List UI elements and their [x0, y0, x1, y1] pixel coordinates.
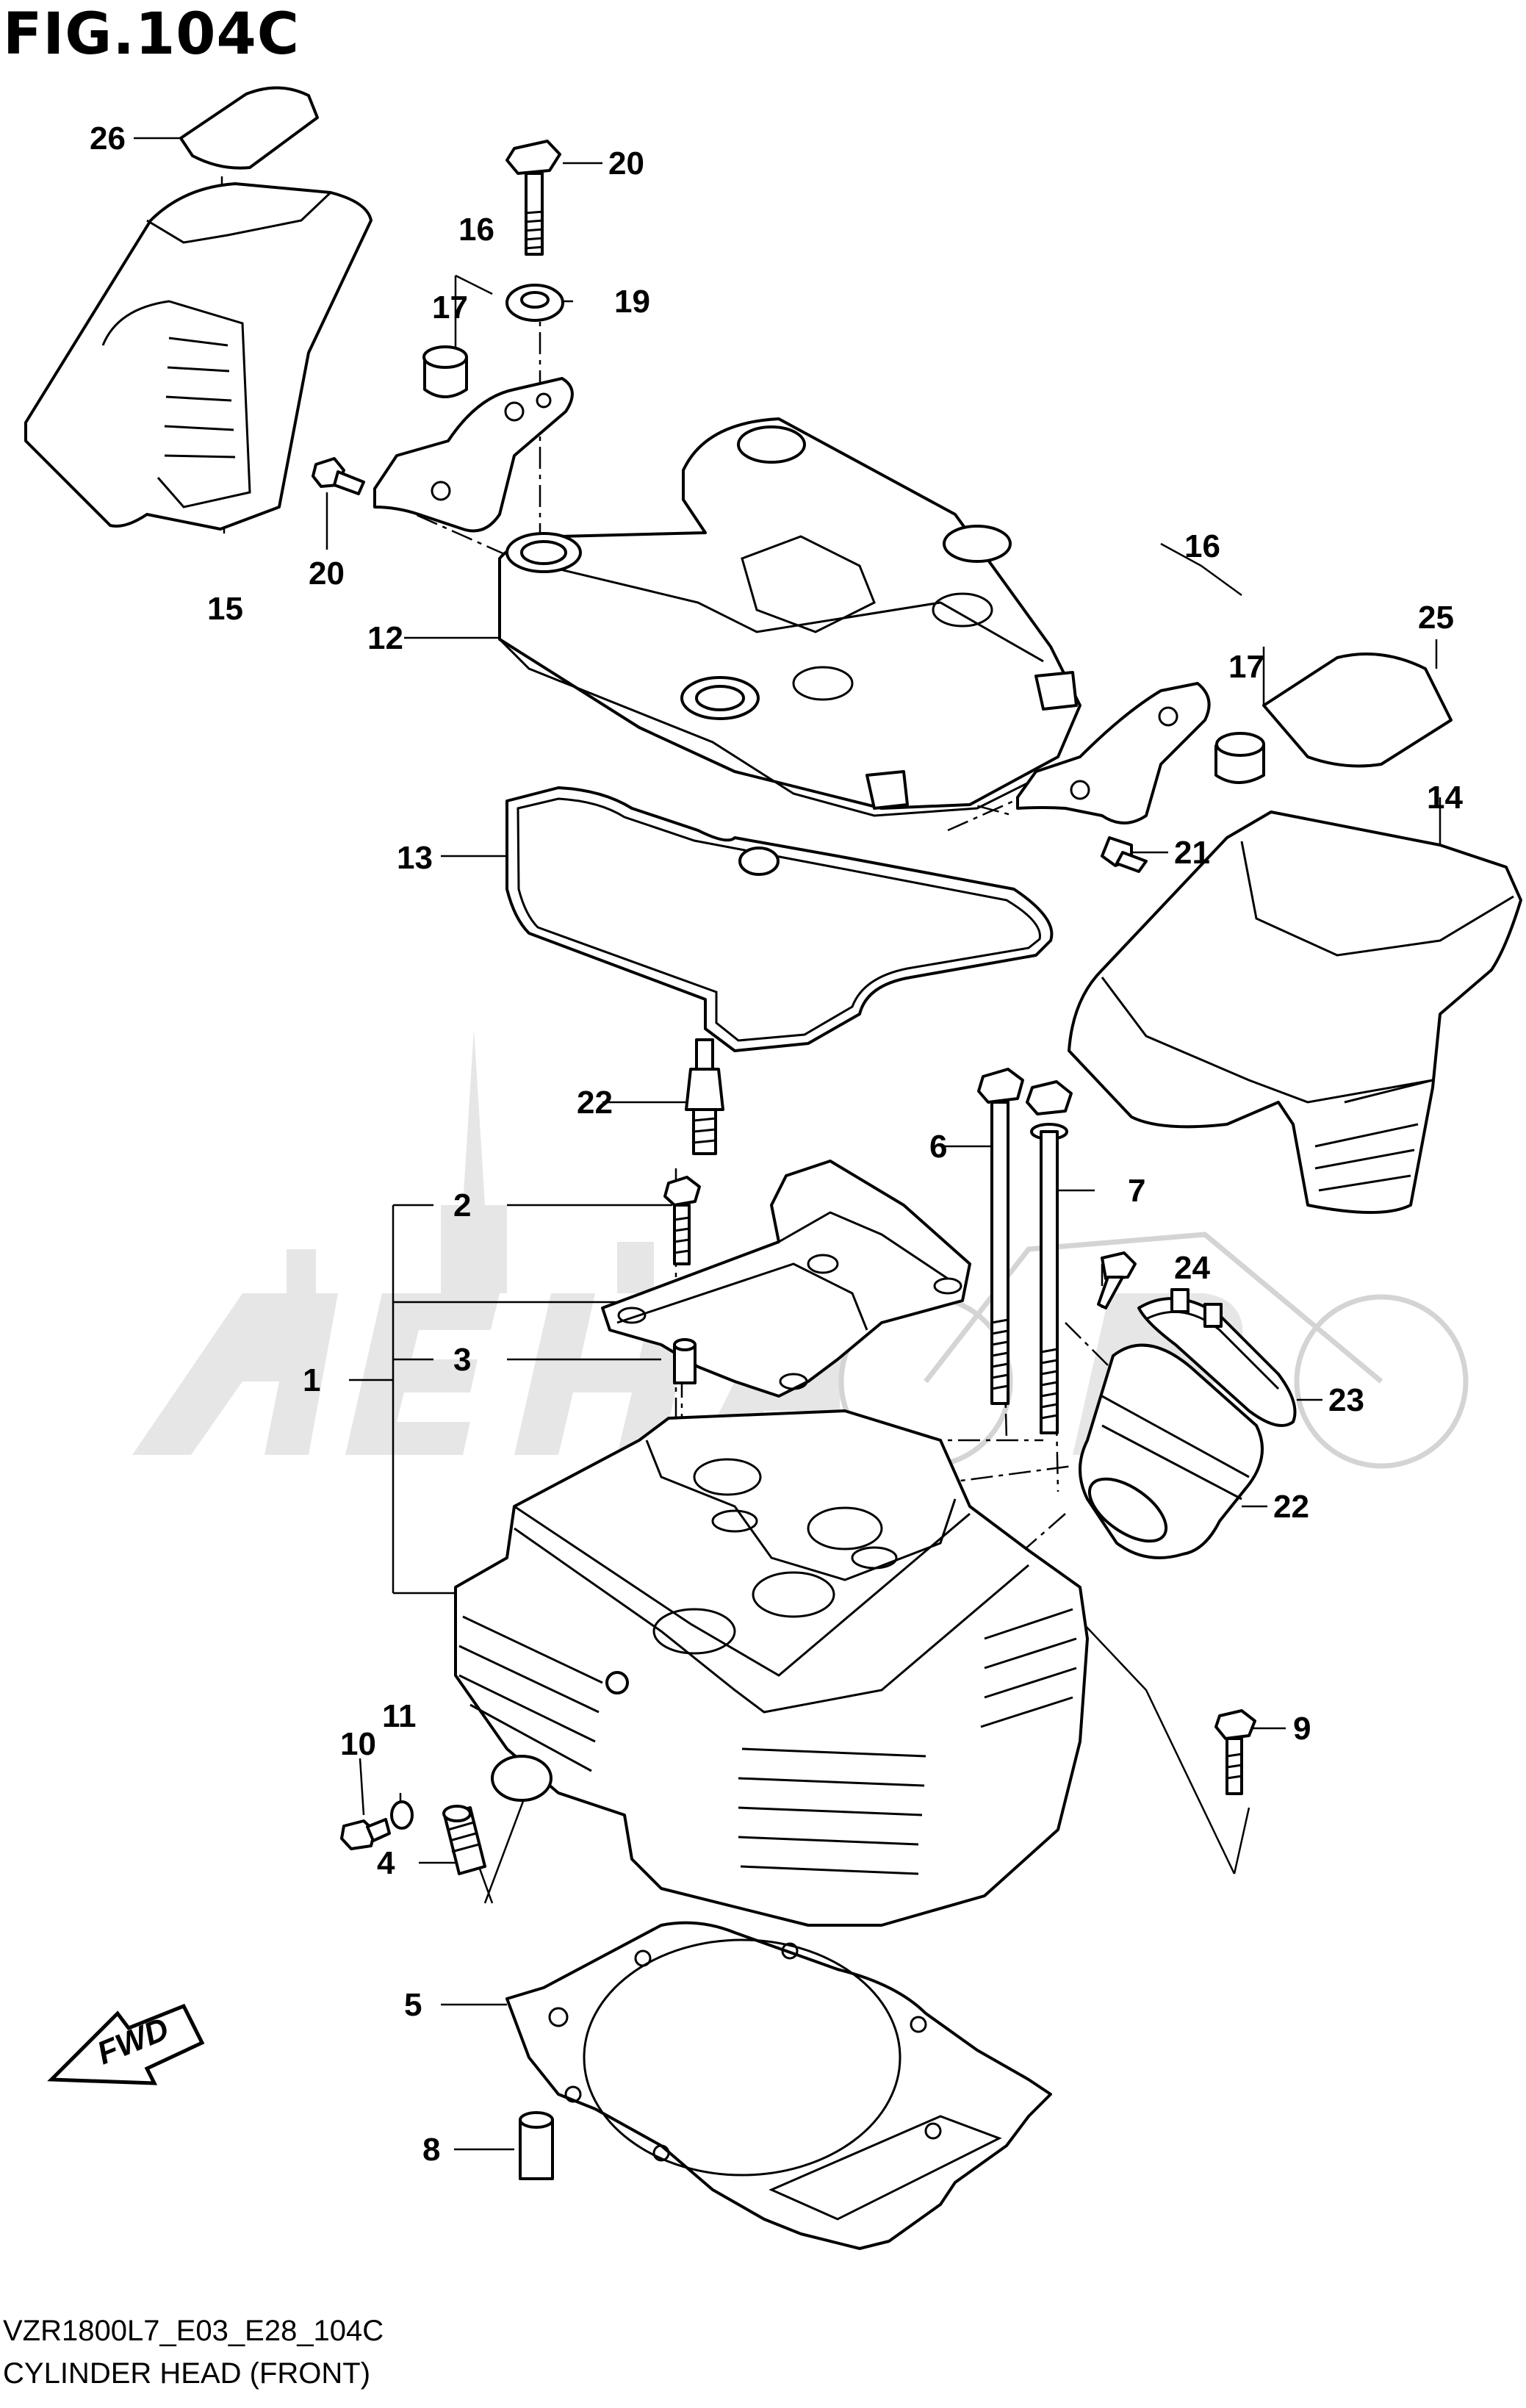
- callout-11: 11: [382, 1698, 417, 1734]
- callout-23: 24: [1174, 1250, 1210, 1286]
- callout-26: 26: [90, 121, 126, 157]
- callout-16-right: 16: [1184, 528, 1220, 564]
- callout-16: 16: [458, 212, 494, 248]
- callout-15: 15: [207, 591, 243, 627]
- part-3-dowel: [673, 1338, 697, 1384]
- part-20-bolt: [312, 457, 365, 495]
- cylinder-head: [454, 1409, 1089, 1927]
- part-8-dowel: [519, 2111, 554, 2180]
- part-11-washer: [390, 1800, 414, 1830]
- part-17-grommet-right: [1214, 732, 1265, 784]
- forward-arrow-icon: FWD: [47, 2003, 205, 2085]
- part-12-head-cover: [498, 417, 1081, 817]
- callout-12: 12: [367, 620, 403, 656]
- part-15-cover: [24, 182, 372, 531]
- callout-20-right: 21: [1174, 835, 1210, 871]
- callout-4: 4: [377, 1845, 395, 1881]
- callout-17-right: 17: [1228, 649, 1264, 685]
- callout-21: 22: [577, 1085, 613, 1121]
- part-22-intake-pipe: [1079, 1343, 1264, 1559]
- callout-1: 1: [303, 1362, 320, 1398]
- callout-10: 10: [340, 1726, 376, 1762]
- callout-6: 6: [929, 1129, 947, 1165]
- part-17-grommet: [422, 345, 468, 398]
- callout-14: 14: [1427, 780, 1463, 816]
- callout-8: 8: [422, 2132, 440, 2168]
- part-24-clamp: [1137, 1288, 1297, 1427]
- callout-5: 5: [404, 1987, 422, 2023]
- part-16-bracket-right: [1016, 682, 1211, 824]
- callout-2: 2: [453, 1187, 471, 1223]
- callout-3: 3: [453, 1342, 471, 1378]
- part-23-screw: [1097, 1251, 1137, 1309]
- part-26-gasket: [179, 86, 319, 170]
- callout-20: 20: [309, 556, 345, 592]
- part-16-bracket: [373, 377, 574, 533]
- model-code: VZR1800L7_E03_E28_104C: [3, 2315, 384, 2347]
- seal-ring: [738, 847, 780, 876]
- figure-title: FIG.104C: [3, 1, 300, 68]
- part-14-cover: [1068, 811, 1522, 1214]
- callout-7: 7: [1128, 1173, 1145, 1209]
- callout-25: 25: [1418, 600, 1454, 636]
- callout-labels: 26 20 16 19 17 20 15 12 16 25 17 14 21 1…: [90, 121, 1463, 2168]
- callout-13: 13: [397, 840, 433, 876]
- callout-17: 17: [432, 290, 468, 326]
- part-13-gasket: [505, 786, 1054, 1052]
- part-7-bolt: [1026, 1080, 1073, 1434]
- part-9-bolt: [1214, 1709, 1256, 1795]
- callout-19: 20: [608, 145, 644, 182]
- callout-9: 9: [1293, 1711, 1311, 1747]
- part-5-gasket: [505, 1921, 1052, 2250]
- part-20-bolt-right: [1101, 836, 1148, 873]
- part-21-spark-plug: [685, 1038, 724, 1155]
- callout-24: 23: [1328, 1382, 1364, 1418]
- part-25-gasket: [1262, 653, 1453, 768]
- part-19-bolt: [505, 140, 561, 256]
- part-10-bolt: [340, 1818, 391, 1850]
- part-6-bolt: [977, 1068, 1024, 1405]
- callout-18: 19: [614, 284, 650, 320]
- part-4-plug: [442, 1805, 486, 1875]
- camshaft-holder: [601, 1160, 971, 1398]
- part-2-bolt: [663, 1176, 701, 1265]
- callout-22: 22: [1273, 1489, 1309, 1525]
- diagram-caption: CYLINDER HEAD (FRONT): [3, 2357, 371, 2390]
- part-18-washer: [505, 284, 564, 322]
